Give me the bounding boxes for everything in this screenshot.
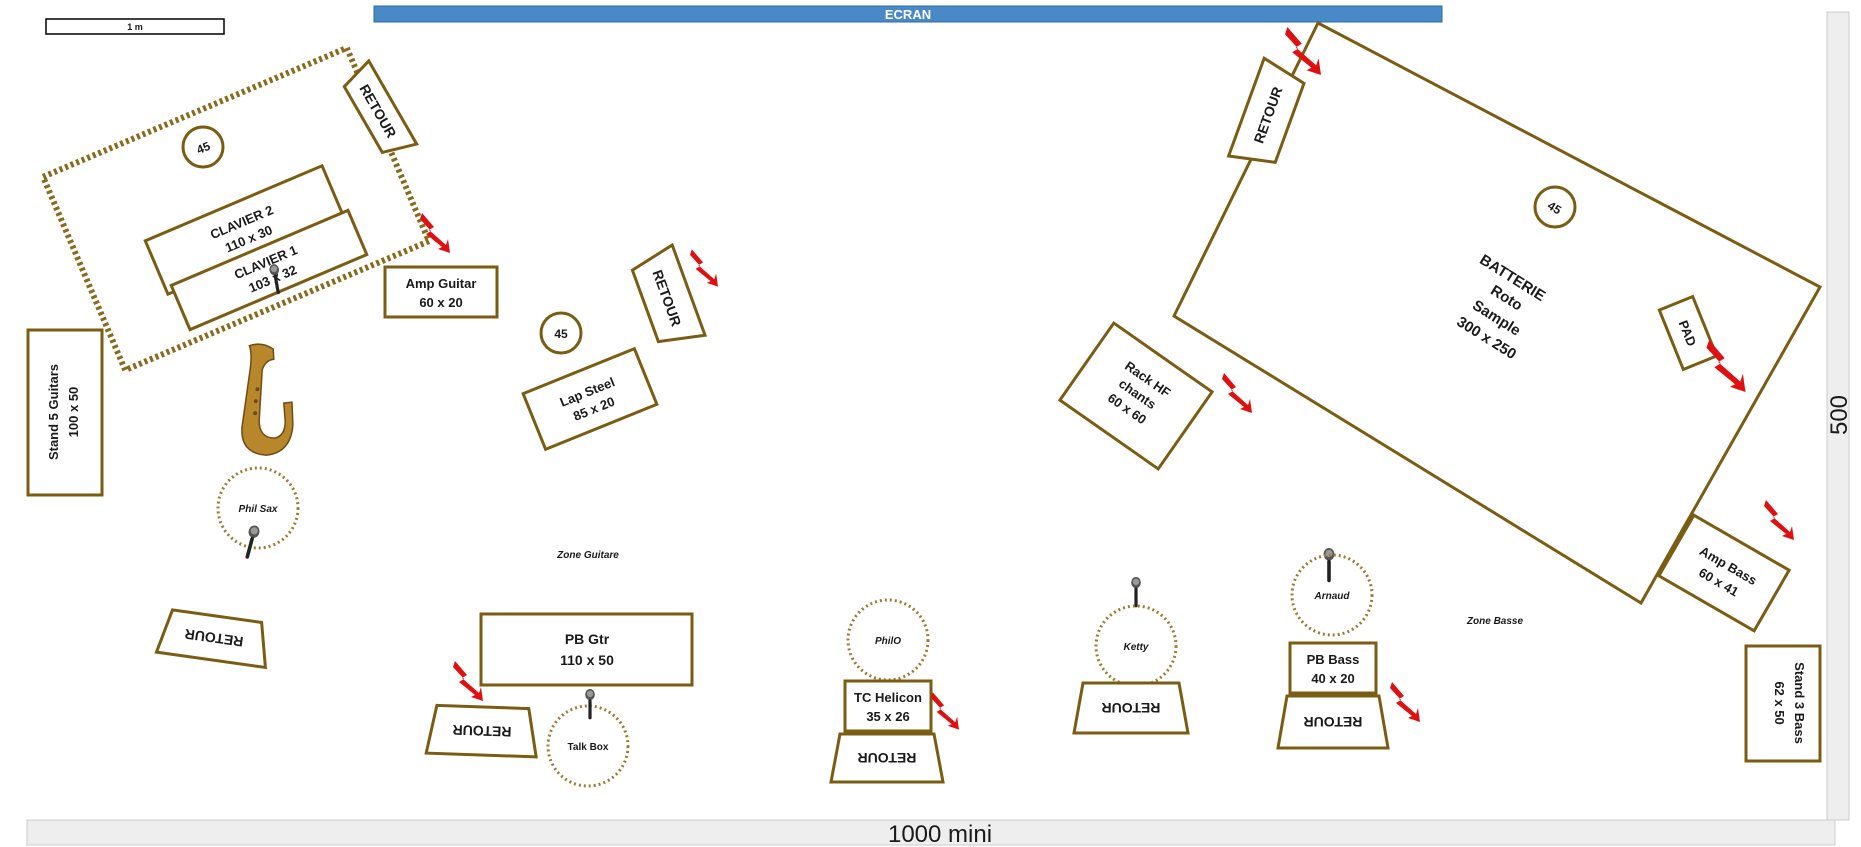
monitor-keys: RETOUR xyxy=(342,58,420,155)
amp-bass: Amp Bass 60 x 41 xyxy=(1656,513,1792,633)
monitor-lap-steel: RETOUR xyxy=(630,242,708,344)
batterie: BATTERIE Roto Sample 300 x 250 xyxy=(1172,20,1823,606)
musician-phil-sax: Phil Sax xyxy=(216,466,300,550)
riser-45-middle: 45 xyxy=(539,311,583,355)
svg-text:45: 45 xyxy=(554,327,568,341)
lap-steel: Lap Steel 85 x 20 xyxy=(521,346,659,452)
riser-45-keys: 45 xyxy=(181,125,225,169)
arnaud-mic-icon xyxy=(1323,548,1335,583)
svg-text:100 x 50: 100 x 50 xyxy=(66,387,81,438)
monitor-pb-gtr: RETOUR xyxy=(424,703,538,759)
zone-basse-label: Zone Basse xyxy=(1466,616,1524,627)
screen-bar: ECRAN xyxy=(373,5,1443,23)
musician-arnaud: Arnaud xyxy=(1290,553,1374,637)
svg-text:45: 45 xyxy=(195,139,213,157)
depth-label: 500 xyxy=(1826,395,1853,435)
depth-ruler: 500 xyxy=(1826,11,1853,821)
svg-text:RETOUR: RETOUR xyxy=(1102,700,1161,716)
svg-text:Talk Box: Talk Box xyxy=(568,742,609,753)
svg-text:60 x 20: 60 x 20 xyxy=(419,295,462,310)
musician-ketty: Ketty xyxy=(1094,604,1178,688)
svg-text:Phil Sax: Phil Sax xyxy=(239,504,278,515)
riser-45-drums: 45 xyxy=(1533,185,1577,229)
svg-text:PhilO: PhilO xyxy=(875,636,901,647)
power-icon xyxy=(1222,373,1252,413)
pad: PAD xyxy=(1657,294,1719,372)
svg-text:PB Bass: PB Bass xyxy=(1307,652,1360,667)
musician-philo: PhilO xyxy=(846,598,930,682)
monitor-center: RETOUR xyxy=(829,732,945,784)
pb-gtr: PB Gtr 110 x 50 xyxy=(479,612,694,687)
svg-text:62 x 50: 62 x 50 xyxy=(1772,681,1787,724)
svg-text:TC Helicon: TC Helicon xyxy=(854,690,922,705)
saxophone-icon xyxy=(241,343,294,456)
monitor-ketty: RETOUR xyxy=(1072,681,1190,735)
monitor-left: RETOUR xyxy=(154,608,268,670)
svg-text:35 x 26: 35 x 26 xyxy=(866,709,909,724)
stand-5-guitars: Stand 5 Guitars 100 x 50 xyxy=(26,328,104,497)
clavier-1: CLAVIER 1 103 x 32 xyxy=(169,208,369,332)
power-icon xyxy=(453,661,483,701)
zone-guitare-label: Zone Guitare xyxy=(556,550,619,561)
svg-text:Amp Guitar: Amp Guitar xyxy=(406,276,477,291)
scale-label: 1 m xyxy=(127,22,143,32)
width-label: 1000 mini xyxy=(888,821,992,847)
svg-text:RETOUR: RETOUR xyxy=(452,722,511,740)
width-ruler: 1000 mini xyxy=(26,819,1836,847)
svg-text:Arnaud: Arnaud xyxy=(1314,591,1351,602)
power-icon xyxy=(1390,682,1420,722)
power-icon xyxy=(931,692,959,730)
screen-label: ECRAN xyxy=(885,7,931,22)
ketty-mic-icon xyxy=(1131,577,1141,608)
power-icon xyxy=(1764,500,1794,540)
svg-text:Ketty: Ketty xyxy=(1123,642,1148,653)
power-icon xyxy=(690,249,718,287)
talk-box-mic-icon xyxy=(585,689,595,720)
svg-text:110 x 50: 110 x 50 xyxy=(560,652,614,668)
monitor-bass: RETOUR xyxy=(1276,694,1390,750)
svg-text:40 x 20: 40 x 20 xyxy=(1311,671,1354,686)
svg-text:PB Gtr: PB Gtr xyxy=(565,631,610,647)
amp-guitar: Amp Guitar 60 x 20 xyxy=(383,265,499,319)
tc-helicon: TC Helicon 35 x 26 xyxy=(843,679,933,733)
musician-talk-box: Talk Box xyxy=(546,704,630,788)
pb-bass: PB Bass 40 x 20 xyxy=(1288,641,1378,695)
stand-3-bass: Stand 3 Bass 62 x 50 xyxy=(1744,644,1822,763)
monitor-drums: RETOUR xyxy=(1226,56,1306,164)
phil-sax-mic-icon xyxy=(241,524,261,561)
scale-bar: 1 m xyxy=(45,18,225,35)
svg-text:RETOUR: RETOUR xyxy=(858,750,917,766)
svg-text:Stand 5 Guitars: Stand 5 Guitars xyxy=(46,364,61,460)
svg-text:RETOUR: RETOUR xyxy=(1304,714,1363,730)
svg-text:Stand 3 Bass: Stand 3 Bass xyxy=(1792,662,1807,744)
rack-hf-chants: Rack HF chants 60 x 60 xyxy=(1057,320,1215,472)
